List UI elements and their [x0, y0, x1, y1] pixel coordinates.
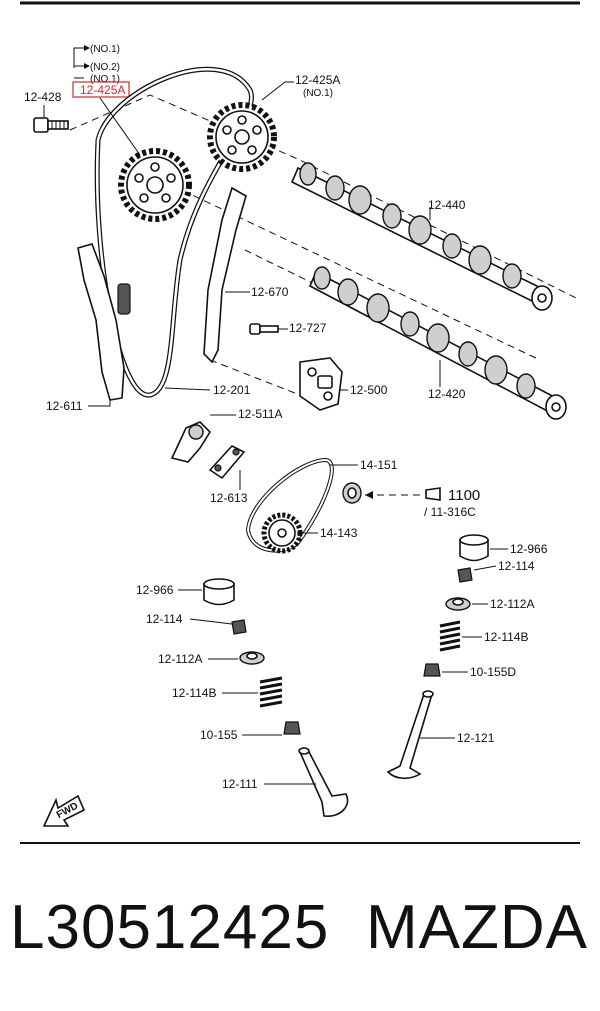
tappet-12-966-right: [459, 534, 489, 562]
label-12-114B-left: 12-114B: [172, 686, 216, 700]
camshaft-sprocket-left: [118, 148, 192, 222]
spring-seat-12-112A-right: [445, 597, 471, 611]
label-10-155: 10-155: [200, 728, 238, 742]
label-12-500: 12-500: [350, 383, 388, 397]
label-12-727: 12-727: [289, 321, 327, 335]
label-12-966-left: 12-966: [136, 583, 174, 597]
label-11-316C: / 11-316C: [424, 505, 476, 519]
label-12-111: 12-111: [222, 777, 258, 791]
label-12-511A: 12-511A: [238, 407, 282, 421]
valve-seal-10-155D: [423, 663, 441, 677]
label-12-114-left: 12-114: [146, 612, 183, 626]
chain-guide-12-670: [203, 186, 247, 364]
label-12-114B-right: 12-114B: [484, 630, 528, 644]
label-12-121: 12-121: [457, 731, 495, 745]
chain-guide-12-611: [77, 243, 125, 401]
intake-valve-12-111: [298, 747, 349, 817]
highlight-box: [72, 81, 130, 98]
forward-arrow-icon: FWD: [42, 794, 86, 827]
label-no2: (NO.2): [90, 62, 120, 73]
crankshaft-sprocket: [342, 482, 362, 504]
camshaft-12-420: [308, 266, 567, 420]
valve-spring-12-114B-left: [259, 676, 283, 708]
label-12-613: 12-613: [210, 491, 248, 505]
part-number-caption: L30512425: [10, 893, 330, 962]
label-12-112A-left: 12-112A: [158, 652, 202, 666]
valve-keeper-12-114-right: [457, 567, 473, 583]
label-12-112A-right: 12-112A: [490, 597, 534, 611]
label-no1-top: (NO.1): [90, 44, 120, 55]
label-no1-mid: (NO.1): [90, 74, 120, 85]
label-10-155D: 10-155D: [470, 665, 516, 679]
exhaust-valve-12-121: [386, 690, 434, 780]
label-12-440: 12-440: [428, 198, 466, 212]
spring-seat-12-112A-left: [239, 651, 265, 665]
label-12-420: 12-420: [428, 387, 466, 401]
tensioner-arm-12-511A: [170, 421, 212, 463]
camshaft-sprocket-right: [207, 102, 277, 172]
label-12-428: 12-428: [24, 90, 62, 104]
label-12-114-right: 12-114: [498, 559, 535, 573]
label-12-670: 12-670: [251, 285, 289, 299]
chain-guide-12-613: [208, 445, 246, 480]
oil-pump-sprocket-14-143: [261, 512, 303, 554]
valve-seal-10-155: [283, 721, 301, 735]
sprocket-index-bracket: [73, 45, 90, 79]
label-12-611: 12-611: [46, 399, 83, 413]
label-12-201: 12-201: [213, 383, 251, 397]
chain-tensioner-12-500: [299, 357, 343, 411]
valve-keeper-12-114-left: [231, 619, 247, 635]
camshaft-12-440: [290, 162, 553, 311]
label-14-143: 14-143: [320, 526, 358, 540]
label-14-151: 14-151: [360, 458, 398, 472]
label-1100: 1100: [448, 487, 480, 504]
label-12-966-right: 12-966: [510, 542, 548, 556]
bolt-12-428: [33, 117, 69, 133]
valve-spring-12-114B-right: [439, 620, 461, 652]
tappet-12-966-left: [203, 578, 235, 606]
label-12-425A-right-sub: (NO.1): [303, 88, 333, 99]
brand-caption: MAZDA: [366, 893, 588, 962]
label-12-425A-highlighted: 12-425A: [80, 83, 125, 97]
label-12-425A-right: 12-425A: [295, 73, 340, 87]
bolt-12-727: [249, 323, 279, 335]
